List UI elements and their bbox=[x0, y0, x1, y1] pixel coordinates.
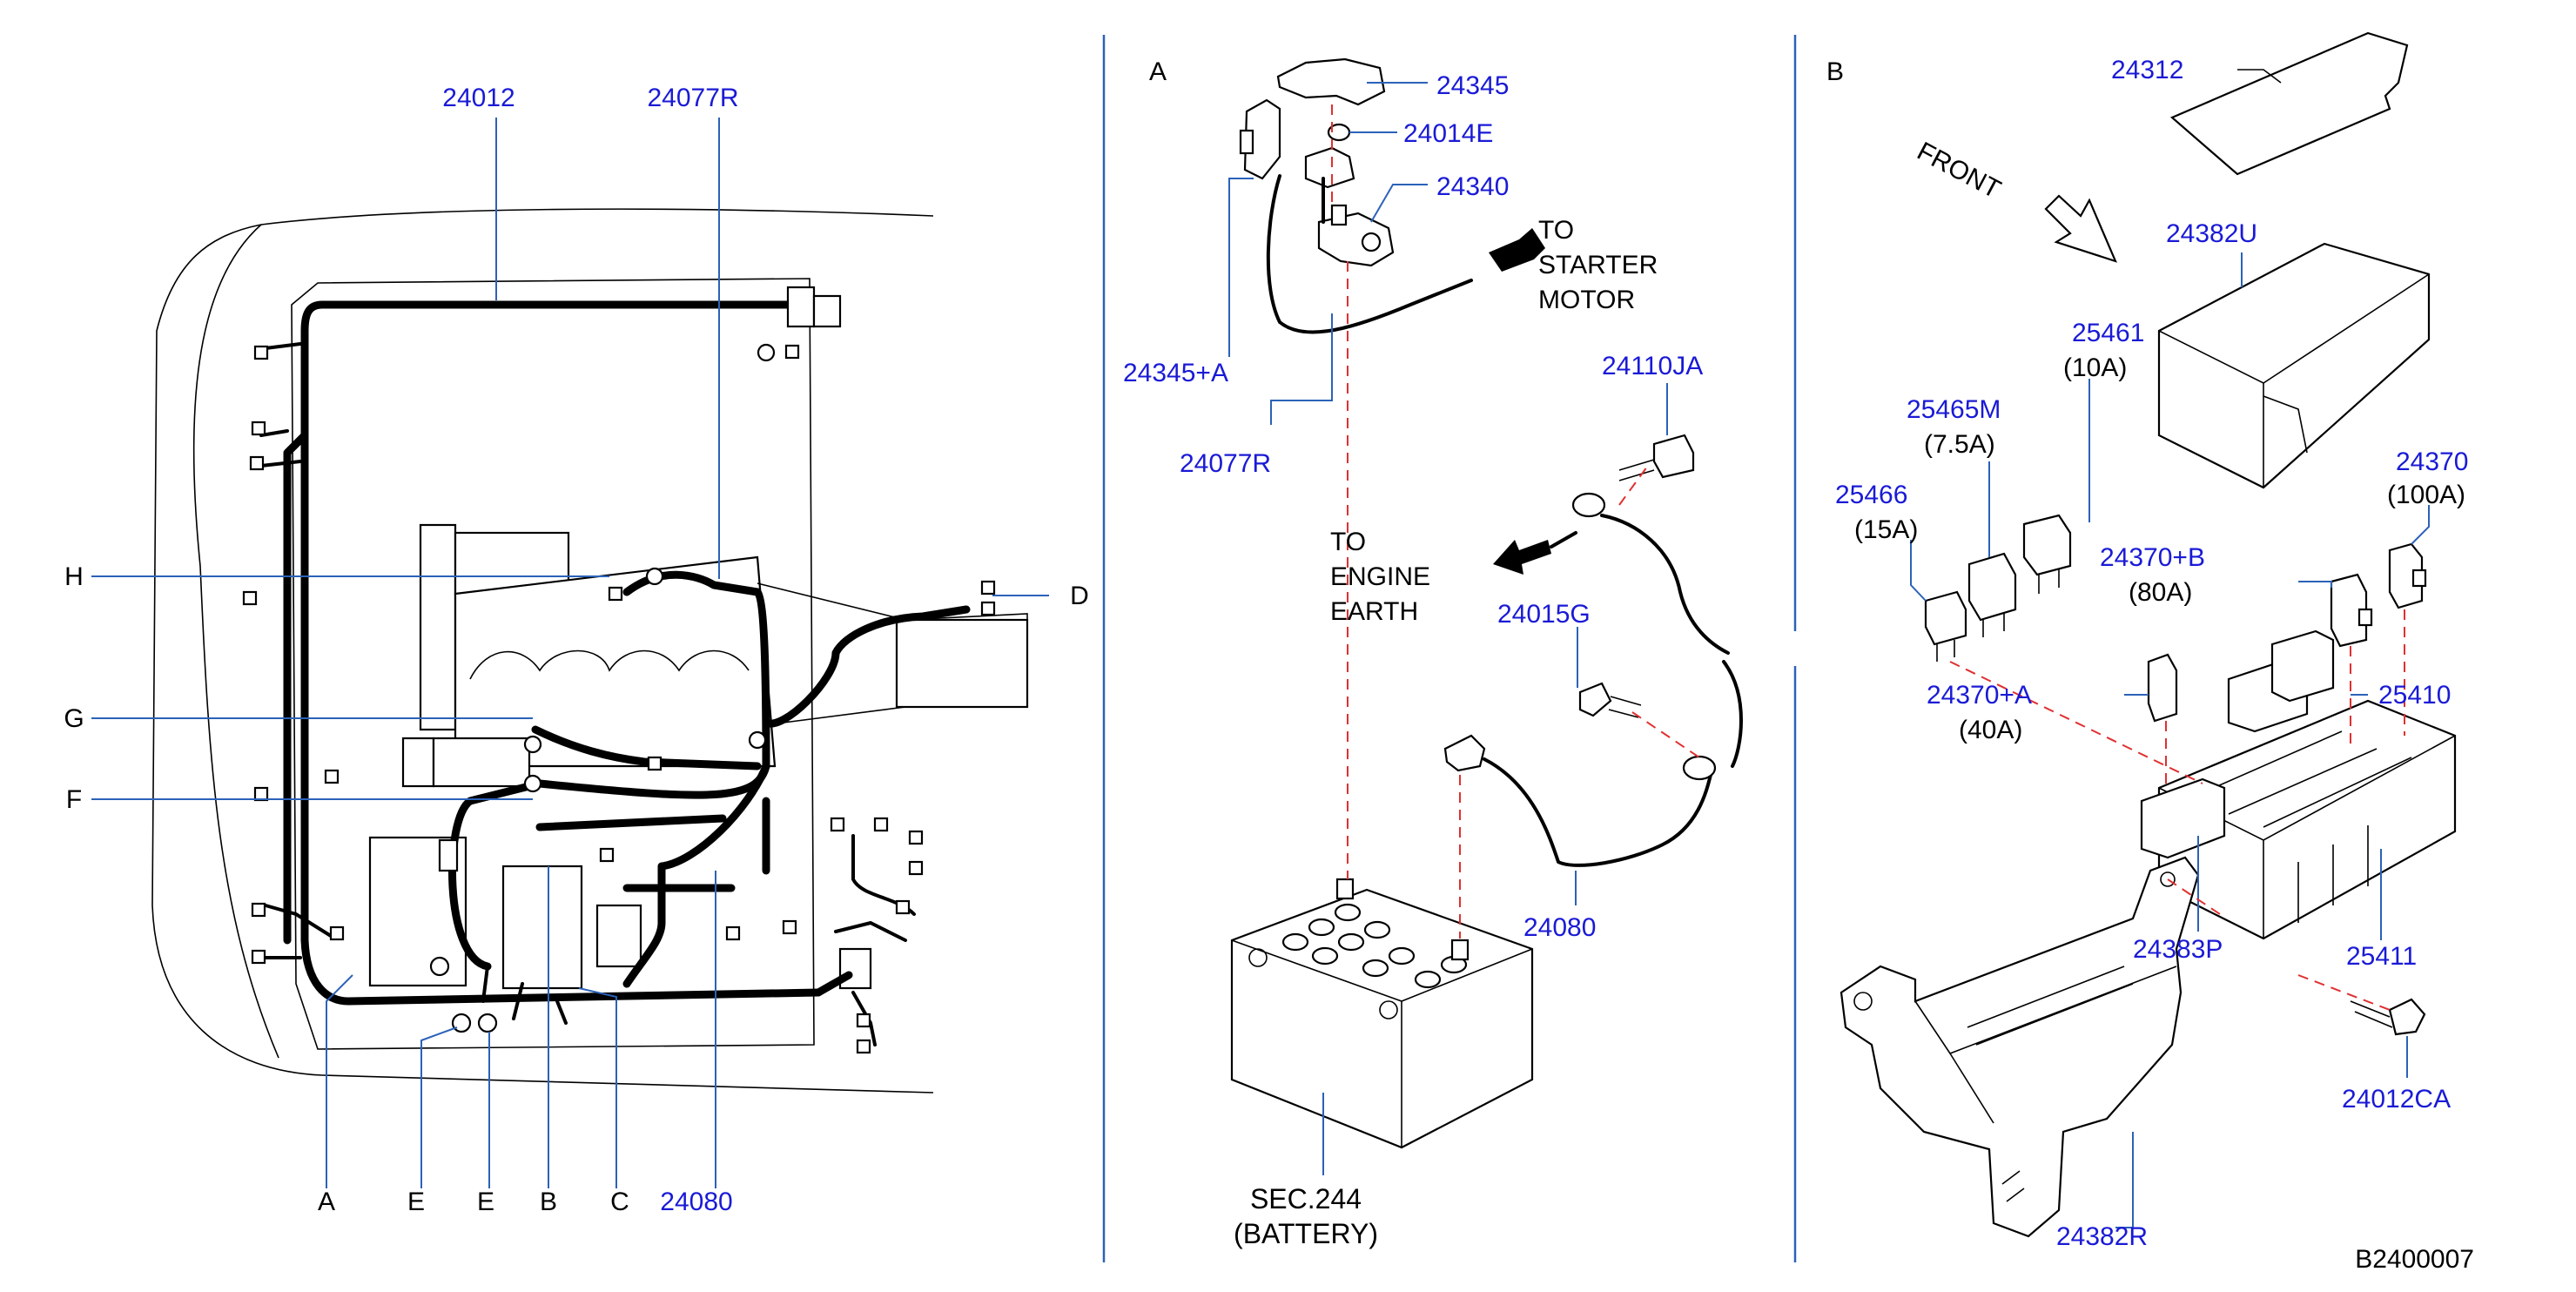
letter-C: C bbox=[610, 1188, 629, 1216]
front-label: FRONT bbox=[1913, 137, 2006, 205]
fusible-link-24370B bbox=[2330, 573, 2373, 648]
callout-24110JA: 24110JA bbox=[1602, 352, 1703, 380]
letter-G: G bbox=[64, 704, 84, 733]
callout-24382R: 24382R bbox=[2056, 1222, 2148, 1251]
callout-24077R-a: 24077R bbox=[1180, 449, 1271, 478]
note-to-starter-1: TO bbox=[1538, 216, 1574, 245]
fuse-25465M bbox=[1967, 552, 2017, 637]
callout-24077R: 24077R bbox=[647, 84, 738, 112]
callout-25466: 25466 bbox=[1835, 481, 1907, 509]
front-arrow-icon bbox=[2044, 194, 2117, 263]
callout-25410: 25410 bbox=[2378, 681, 2451, 710]
callout-24014E: 24014E bbox=[1403, 119, 1493, 148]
engine-bay-drawing bbox=[151, 208, 1029, 1093]
engine-harness bbox=[259, 300, 971, 1046]
callout-25461: 25461 bbox=[2072, 319, 2144, 347]
callout-24015G: 24015G bbox=[1497, 600, 1591, 629]
battery-sec-ref: SEC.244 bbox=[1250, 1183, 1362, 1215]
note-to-earth-1: TO bbox=[1330, 528, 1366, 556]
note-to-earth-3: EARTH bbox=[1330, 597, 1418, 626]
callout-24382U: 24382U bbox=[2166, 219, 2257, 248]
callout-24370: 24370 bbox=[2396, 447, 2468, 476]
fuse-box-drawing bbox=[1840, 31, 2457, 1238]
panel-a-dashed-guides bbox=[1331, 104, 1700, 939]
rating-25461: (10A) bbox=[2063, 353, 2127, 382]
letter-A: A bbox=[318, 1188, 335, 1216]
letter-B: B bbox=[540, 1188, 557, 1216]
panel-b-leaders bbox=[1910, 69, 2430, 1228]
rating-25465M: (7.5A) bbox=[1924, 430, 1995, 459]
fuse-25466 bbox=[1924, 590, 1967, 662]
fuse-25461 bbox=[2022, 514, 2072, 594]
letter-E-2: E bbox=[477, 1188, 494, 1216]
battery-name: (BATTERY) bbox=[1234, 1218, 1378, 1249]
fusible-link-24370A bbox=[2147, 653, 2178, 723]
callout-24012: 24012 bbox=[442, 84, 515, 112]
battery-caps bbox=[1248, 878, 1470, 1019]
section-b-label: B bbox=[1826, 57, 1844, 86]
battery-cable-drawing bbox=[1230, 57, 1743, 1149]
fusible-link-24370 bbox=[2388, 542, 2427, 609]
callout-24383P: 24383P bbox=[2133, 935, 2223, 964]
callout-24080-a: 24080 bbox=[1523, 913, 1596, 942]
arrow-to-starter bbox=[1489, 228, 1545, 272]
letter-D: D bbox=[1070, 582, 1089, 610]
callout-24312: 24312 bbox=[2111, 56, 2183, 84]
panel-b-dashed-guides bbox=[1949, 609, 2405, 1011]
callout-24345: 24345 bbox=[1436, 71, 1509, 100]
callout-25411: 25411 bbox=[2346, 942, 2417, 971]
note-to-earth-2: ENGINE bbox=[1330, 562, 1430, 591]
callout-24340: 24340 bbox=[1436, 172, 1509, 201]
rating-24370A: (40A) bbox=[1959, 716, 2022, 744]
callout-24370B: 24370+B bbox=[2100, 543, 2205, 572]
note-to-starter-2: STARTER bbox=[1538, 251, 1658, 279]
callout-24012CA: 24012CA bbox=[2342, 1085, 2451, 1114]
rating-24370: (100A) bbox=[2387, 481, 2465, 509]
arrow-to-engine-earth bbox=[1493, 540, 1551, 575]
letter-F: F bbox=[66, 785, 82, 814]
callout-24370A: 24370+A bbox=[1927, 681, 2032, 710]
callout-24345A: 24345+A bbox=[1123, 359, 1228, 387]
callout-25465M: 25465M bbox=[1907, 395, 2001, 424]
callout-24080-left: 24080 bbox=[660, 1188, 732, 1216]
panel-a-leaders bbox=[1228, 82, 1668, 1175]
drawing-code: B2400007 bbox=[2355, 1245, 2474, 1274]
letter-H: H bbox=[64, 562, 84, 591]
note-to-starter-3: MOTOR bbox=[1538, 286, 1635, 314]
rating-25466: (15A) bbox=[1854, 515, 1918, 544]
relay-block bbox=[2227, 629, 2335, 733]
section-a-label: A bbox=[1149, 57, 1167, 86]
harness-connectors bbox=[242, 286, 996, 1054]
left-leaders bbox=[91, 118, 1049, 1188]
rating-24370B: (80A) bbox=[2129, 578, 2192, 607]
letter-E-1: E bbox=[407, 1188, 425, 1216]
